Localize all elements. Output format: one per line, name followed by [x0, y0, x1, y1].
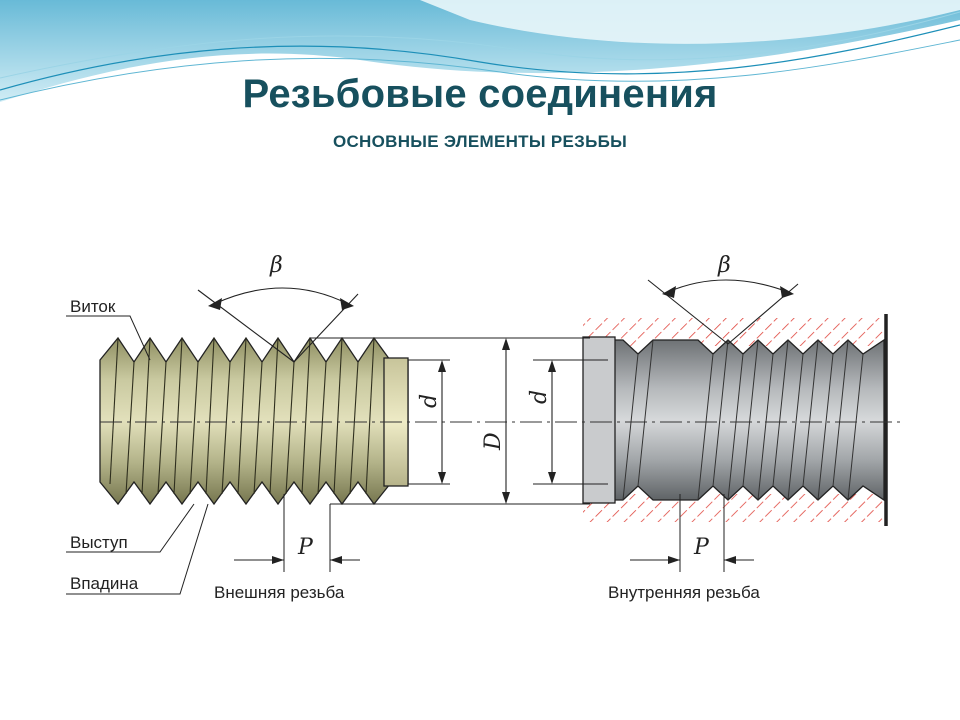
dimension-D-major — [502, 338, 510, 504]
angle-beta-external-label: β — [269, 253, 283, 278]
header-wave-decoration — [0, 0, 960, 102]
dimension-d-external — [438, 360, 446, 484]
slide-subtitle: ОСНОВНЫЕ ЭЛЕМЕНТЫ РЕЗЬБЫ — [332, 132, 628, 151]
slide-title: Резьбовые соединения — [242, 72, 718, 116]
angle-beta-internal-arrow-right — [780, 286, 794, 298]
angle-beta-external-arrow-left — [208, 298, 222, 310]
dimension-D-major-label: D — [481, 432, 506, 451]
nut-section-hatch-top — [583, 318, 883, 346]
angle-beta-internal-arrow-left — [662, 286, 676, 298]
label-thread-turn: Виток — [70, 297, 116, 316]
pitch-external-arrow-right — [330, 556, 342, 564]
pitch-internal-label: P — [693, 535, 710, 560]
pitch-external-label: P — [297, 535, 314, 560]
label-internal-thread: Внутренняя резьба — [608, 583, 760, 602]
label-external-thread: Внешняя резьба — [214, 583, 345, 602]
dimension-d-internal — [548, 360, 556, 484]
dimension-extension-lines — [310, 337, 608, 505]
internal-thread-helix-lines — [622, 339, 864, 501]
pitch-internal-arrow-right — [724, 556, 736, 564]
internal-thread-entry — [582, 336, 616, 504]
internal-thread-body — [607, 338, 885, 502]
nut-section-hatch-bottom — [583, 494, 883, 522]
angle-beta-external-arrow-right — [340, 298, 354, 310]
pitch-internal-arrow-left — [668, 556, 680, 564]
dimension-d-external-label: d — [417, 394, 442, 408]
dimension-d-internal-label: d — [527, 390, 552, 404]
leader-lines — [66, 315, 209, 595]
label-crest: Выступ — [70, 533, 128, 552]
angle-beta-internal-label: β — [717, 253, 731, 278]
label-root: Впадина — [70, 574, 139, 593]
thread-diagram: d D d β β P — [66, 253, 900, 602]
pitch-external-arrow-left — [272, 556, 284, 564]
external-thread-helix-lines — [109, 337, 375, 495]
